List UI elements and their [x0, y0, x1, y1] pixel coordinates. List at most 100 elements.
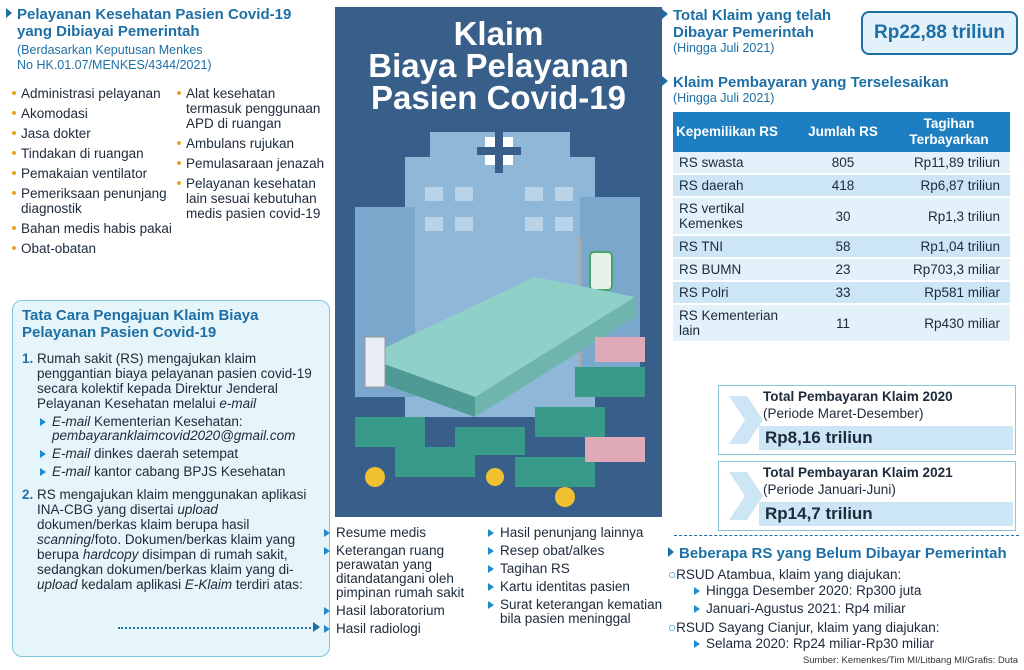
col-header-count: Jumlah RS — [798, 112, 888, 152]
services-title: Pelayanan Kesehatan Pasien Covid-19 — [6, 6, 331, 23]
table-cell: Rp703,3 miliar — [888, 258, 1010, 282]
triangle-icon — [662, 9, 668, 19]
circle-icon: ○ — [668, 567, 677, 582]
table-cell: 23 — [798, 258, 888, 282]
list-item: Surat keterangan kematian bila pasien me… — [488, 598, 663, 626]
list-item: Hingga Desember 2020: Rp300 juta — [694, 584, 1020, 598]
step-1: 1. Rumah sakit (RS) mengajukan klaim pen… — [22, 351, 312, 411]
list-item: Resep obat/alkes — [488, 544, 663, 558]
table-cell: RS swasta — [673, 152, 798, 175]
email-list: E-mail Kementerian Kesehatan:pembayarank… — [22, 415, 322, 479]
col-header-billed: Tagihan Terbayarkan — [888, 112, 1010, 152]
chevron-right-icon — [729, 472, 763, 520]
table-cell: Rp1,3 triliun — [888, 197, 1010, 236]
list-item: Administrasi pelayanan — [12, 86, 172, 101]
table-cell: Rp581 miliar — [888, 281, 1010, 305]
triangle-icon — [662, 76, 668, 86]
total-claim-section: Total Klaim yang telah Dibayar Pemerinta… — [662, 7, 862, 56]
list-item: Pemeriksaan penunjang diagnostik — [12, 186, 172, 216]
table-cell: RS vertikal Kemenkes — [673, 197, 798, 236]
total-claim-title: Total Klaim yang telah — [673, 7, 832, 24]
table-cell: RS TNI — [673, 235, 798, 259]
unpaid-section: Beberapa RS yang Belum Dibayar Pemerinta… — [668, 545, 1020, 655]
settled-period: (Hingga Juli 2021) — [673, 91, 775, 105]
procedure-content: Tata Cara Pengajuan Klaim Biaya Pelayana… — [22, 307, 322, 592]
list-item: Obat-obatan — [12, 241, 172, 256]
services-title-2: yang Dibiayai Pemerintah — [17, 23, 200, 40]
dotted-arrow-line — [118, 627, 318, 629]
table-cell: 11 — [798, 304, 888, 343]
list-item: Pemulasaraan jenazah — [177, 156, 327, 171]
col-header-ownership: Kepemilikan RS — [673, 112, 798, 152]
decree-note: (Berdasarkan Keputusan Menkes — [17, 43, 203, 57]
claims-table: Kepemilikan RS Jumlah RS Tagihan Terbaya… — [673, 112, 1010, 343]
hospital-cianjur: ○RSUD Sayang Cianjur, klaim yang diajuka… — [668, 620, 940, 635]
list-item: Januari-Agustus 2021: Rp4 miliar — [694, 602, 1020, 616]
unpaid-title: Beberapa RS yang Belum Dibayar Pemerinta… — [679, 545, 1007, 562]
table-cell: 58 — [798, 235, 888, 259]
total-claim-title-2: Dibayar Pemerintah — [673, 24, 814, 41]
table-cell: 418 — [798, 174, 888, 198]
decree-note-2: No HK.01.07/MENKES/4344/2021) — [17, 58, 212, 72]
total-claim-period: (Hingga Juli 2021) — [673, 41, 775, 55]
list-item: Hasil radiologi — [324, 622, 484, 636]
main-title: Klaim Biaya Pelayanan Pasien Covid-19 — [335, 15, 662, 116]
list-item: Tagihan RS — [488, 562, 663, 576]
table-cell: RS BUMN — [673, 258, 798, 282]
source-credit: Sumber: Kemenkes/Tim MI/Litbang MI/Grafi… — [802, 655, 1018, 666]
list-item: Alat kesehatan termasuk penggunaan APD d… — [177, 86, 327, 131]
payment-2020-value: Rp8,16 triliun — [759, 426, 1013, 450]
payment-2020-period: (Periode Maret-Desember) — [763, 406, 924, 421]
main-title-line-1: Klaim — [453, 15, 544, 52]
hospital-bed-illustration — [355, 129, 645, 507]
list-item: Ambulans rujukan — [177, 136, 327, 151]
payment-2021-title: Total Pembayaran Klaim 2021 — [763, 465, 953, 480]
list-item: Tindakan di ruangan — [12, 146, 172, 161]
step-2: 2. RS mengajukan klaim menggunakan aplik… — [22, 487, 307, 592]
list-item: Hasil penunjang lainnya — [488, 526, 663, 540]
procedure-title: Tata Cara Pengajuan Klaim Biaya — [22, 307, 259, 324]
chevron-right-icon — [729, 396, 763, 444]
settled-title: Klaim Pembayaran yang Terselesaikan — [673, 74, 949, 91]
table-cell: 30 — [798, 197, 888, 236]
list-item: Bahan medis habis pakai — [12, 221, 172, 236]
table-cell: Rp6,87 triliun — [888, 174, 1010, 198]
cianjur-list: Selama 2020: Rp24 miliar-Rp30 miliar — [668, 637, 1020, 651]
settled-section: Klaim Pembayaran yang Terselesaikan (Hin… — [662, 74, 1012, 106]
main-title-line-2: Biaya Pelayanan — [368, 47, 629, 84]
email-item-bpjs: E-mail kantor cabang BPJS Kesehatan — [40, 465, 322, 479]
payment-2020-box: Total Pembayaran Klaim 2020 (Periode Mar… — [718, 385, 1016, 455]
list-item: Keterangan ruang perawatan yang ditandat… — [324, 544, 484, 600]
services-list-2: Alat kesehatan termasuk penggunaan APD d… — [177, 86, 327, 226]
table-cell: Rp1,04 triliun — [888, 235, 1010, 259]
payment-2021-box: Total Pembayaran Klaim 2021 (Periode Jan… — [718, 461, 1016, 531]
list-item: Resume medis — [324, 526, 484, 540]
table-cell: RS Polri — [673, 281, 798, 305]
triangle-icon — [6, 8, 12, 18]
hospital-atambua: ○RSUD Atambua, klaim yang diajukan: — [668, 567, 902, 582]
list-item: Selama 2020: Rp24 miliar-Rp30 miliar — [694, 637, 1020, 651]
main-title-line-3: Pasien Covid-19 — [371, 79, 626, 116]
total-claim-value: Rp22,88 triliun — [861, 11, 1018, 55]
arrow-icon — [313, 622, 320, 632]
list-item: Jasa dokter — [12, 126, 172, 141]
email-item-dinkes: E-mail dinkes daerah setempat — [40, 447, 322, 461]
table-cell: Rp430 miliar — [888, 304, 1010, 343]
payment-2020-title: Total Pembayaran Klaim 2020 — [763, 389, 953, 404]
payment-2021-period: (Periode Januari-Juni) — [763, 482, 896, 497]
procedure-box — [12, 300, 330, 657]
hero-panel — [335, 7, 662, 517]
procedure-title-2: Pelayanan Pasien Covid-19 — [22, 324, 217, 341]
triangle-icon — [668, 547, 674, 557]
circle-icon: ○ — [668, 620, 677, 635]
list-item: Pelayanan kesehatan lain sesuai kebutuha… — [177, 176, 327, 221]
